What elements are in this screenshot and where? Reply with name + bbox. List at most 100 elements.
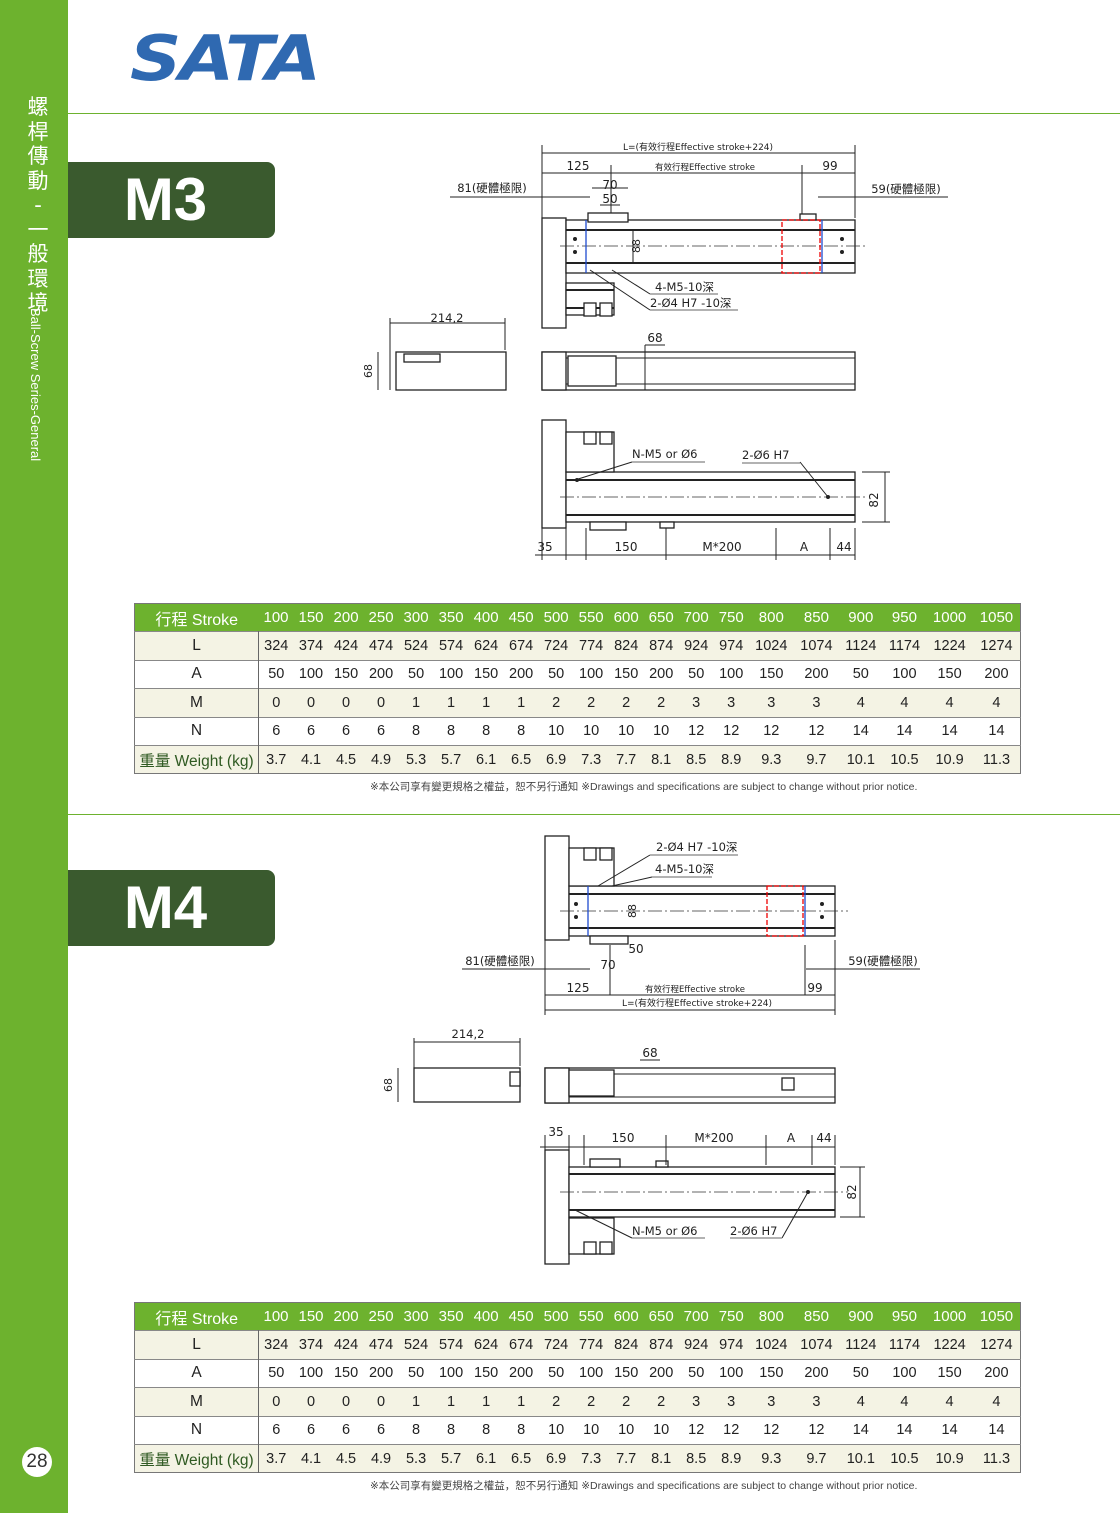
stroke-value: 100	[258, 1302, 294, 1331]
stroke-value: 900	[839, 603, 883, 632]
stroke-value: 1000	[926, 1302, 973, 1331]
mounting-hole	[840, 237, 844, 241]
table-cell: 14	[972, 716, 1021, 746]
table-cell: 674	[503, 1330, 539, 1360]
stroke-value: 450	[503, 1302, 539, 1331]
table-cell: 14	[839, 716, 883, 746]
table-cell: 50	[678, 659, 714, 689]
table-cell: 150	[468, 659, 504, 689]
table-cell: 200	[363, 1358, 399, 1388]
stroke-value: 200	[328, 1302, 364, 1331]
table-cell: 4	[972, 1387, 1021, 1417]
table-cell: 100	[293, 659, 329, 689]
effective-stroke-label: 有效行程Effective stroke	[645, 984, 745, 995]
table-cell: 374	[293, 631, 329, 661]
table-cell: 674	[503, 631, 539, 661]
table-cell: 100	[882, 659, 927, 689]
table-cell: 6	[258, 1415, 294, 1445]
dimension-label: 214,2	[452, 1027, 485, 1041]
table-cell: 6.5	[503, 1443, 539, 1473]
table-cell: 100	[882, 1358, 927, 1388]
table-cell: 2	[608, 688, 644, 718]
table-cell: 4	[839, 1387, 883, 1417]
table-cell: 2	[608, 1387, 644, 1417]
table-cell: 200	[793, 659, 839, 689]
table-cell: 14	[882, 1415, 927, 1445]
sidebar-title-char: -	[34, 193, 42, 217]
table-cell: 1	[433, 1387, 469, 1417]
drawing-part	[583, 847, 597, 861]
table-cell: 4	[926, 1387, 973, 1417]
table-cell: 9.7	[793, 1443, 839, 1473]
table-cell: 4.1	[293, 744, 329, 774]
row-label: L	[134, 1330, 259, 1360]
table-cell: 474	[363, 631, 399, 661]
dimension-label: 68	[382, 1078, 395, 1092]
table-cell: 6	[363, 716, 399, 746]
table-cell: 12	[793, 1415, 839, 1445]
stroke-value: 200	[328, 603, 364, 632]
table-cell: 3	[678, 1387, 714, 1417]
table-cell: 5.7	[433, 744, 469, 774]
table-cell: 6	[328, 716, 364, 746]
dimension-label: 82	[867, 492, 881, 507]
table-cell: 10.1	[839, 1443, 883, 1473]
table-cell: 3	[713, 688, 749, 718]
sidebar-title-char: 一	[27, 217, 49, 242]
table-cell: 8	[503, 716, 539, 746]
sata-logo: SATA	[130, 22, 321, 95]
table-cell: 5.3	[398, 744, 434, 774]
dimension-label: 99	[822, 159, 837, 173]
table-cell: 8	[398, 1415, 434, 1445]
model-badge-m3: M3	[68, 162, 275, 238]
table-cell: 4	[926, 688, 973, 718]
stroke-value: 350	[433, 603, 469, 632]
table-cell: 14	[839, 1415, 883, 1445]
stroke-header-label: 行程 Stroke	[134, 603, 259, 632]
table-cell: 150	[748, 1358, 794, 1388]
connector	[403, 353, 441, 363]
stroke-value: 800	[748, 603, 794, 632]
table-cell: 10	[643, 1415, 679, 1445]
stroke-limit-zone	[781, 219, 821, 274]
table-cell: 324	[258, 631, 294, 661]
table-cell: 12	[678, 716, 714, 746]
motor-plate	[544, 1067, 570, 1104]
drawing-part	[599, 302, 613, 317]
drawing-line	[781, 1191, 809, 1239]
table-cell: 200	[972, 1358, 1021, 1388]
table-cell: 50	[398, 1358, 434, 1388]
table-cell: 8	[433, 716, 469, 746]
table-cell: 0	[328, 688, 364, 718]
dimension-label: 50	[602, 192, 617, 206]
carriage	[589, 1158, 621, 1168]
table-cell: 10	[643, 716, 679, 746]
stroke-limit-zone	[766, 885, 804, 937]
row-label: A	[134, 659, 259, 689]
stroke-value: 100	[258, 603, 294, 632]
stroke-value: 150	[293, 1302, 329, 1331]
drawing-line	[574, 1209, 633, 1239]
table-cell: 2	[538, 688, 574, 718]
table-cell: 8	[468, 716, 504, 746]
table-cell: 374	[293, 1330, 329, 1360]
table-cell: 574	[433, 1330, 469, 1360]
table-cell: 8.9	[713, 744, 749, 774]
table-cell: 10	[608, 1415, 644, 1445]
drawing-part	[655, 1160, 669, 1168]
table-cell: 574	[433, 631, 469, 661]
sidebar: 螺桿傳動-一般環境 Ball-Screw Series-General 28	[0, 0, 68, 1513]
carriage	[589, 521, 627, 531]
tap-hole-label: 4-M5-10深	[655, 862, 714, 876]
dimension-label: 70	[600, 958, 615, 972]
table-cell: 150	[926, 659, 973, 689]
table-cell: 5.7	[433, 1443, 469, 1473]
end-stopper	[799, 213, 817, 221]
height-dim-label: 88	[630, 239, 643, 253]
drawing-part	[659, 521, 675, 529]
drawing-line	[589, 269, 651, 311]
table-cell: 2	[538, 1387, 574, 1417]
